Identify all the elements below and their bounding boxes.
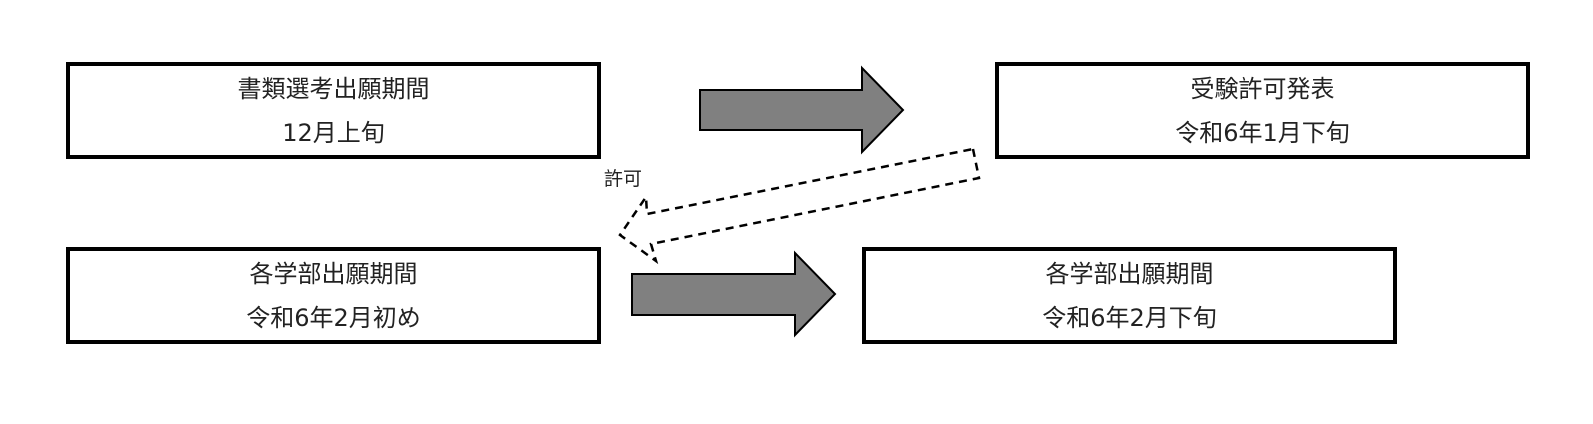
box-date: 令和6年2月下旬 — [1042, 303, 1217, 332]
box-title: 受験許可発表 — [1190, 74, 1335, 103]
box-date: 令和6年2月初め — [246, 303, 421, 332]
arrow-to-permit-announcement — [699, 65, 905, 155]
document-screening-box: 書類選考出願期間 12月上旬 — [66, 62, 601, 159]
dashed-arrow-permit — [618, 147, 981, 265]
box-date: 令和6年1月下旬 — [1175, 118, 1350, 147]
box-title: 各学部出願期間 — [249, 259, 418, 288]
department-application-late-box: 各学部出願期間 令和6年2月下旬 — [862, 247, 1397, 344]
box-date: 12月上旬 — [282, 118, 385, 147]
box-title: 各学部出願期間 — [1045, 259, 1214, 288]
department-application-early-box: 各学部出願期間 令和6年2月初め — [66, 247, 601, 344]
permit-announcement-box: 受験許可発表 令和6年1月下旬 — [995, 62, 1530, 159]
arrow-to-late-application — [631, 250, 837, 338]
box-title: 書類選考出願期間 — [237, 74, 430, 103]
permit-label: 許可 — [604, 168, 643, 190]
